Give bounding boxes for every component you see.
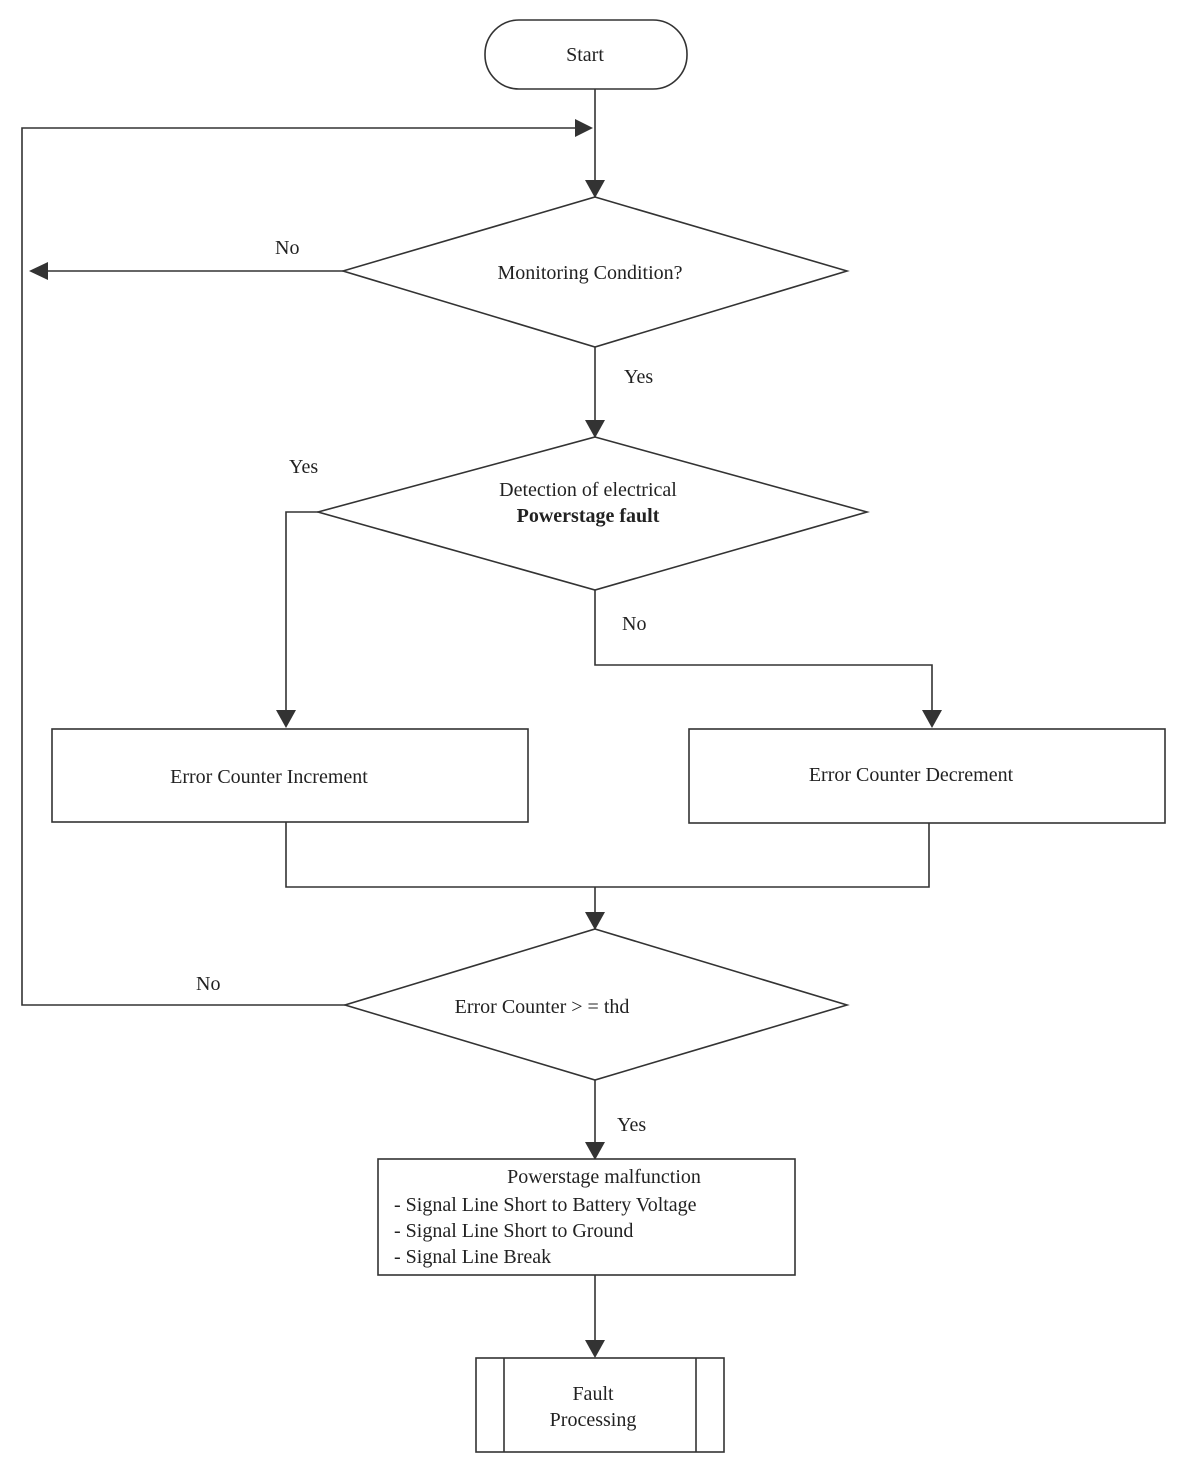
- monitoring-no-label: No: [275, 237, 299, 259]
- arrowhead: [29, 262, 48, 280]
- decrement-process: [688, 728, 1166, 824]
- malfunction-item: - Signal Line Break: [394, 1246, 551, 1268]
- start-label: Start: [566, 44, 604, 66]
- monitoring-decision: [340, 196, 850, 348]
- fault-processing-subroutine: [475, 1357, 725, 1453]
- arrowhead: [276, 710, 296, 728]
- threshold-label: Error Counter > = thd: [455, 996, 630, 1018]
- detection-decision: [314, 436, 870, 591]
- edge-loop-back: [21, 127, 575, 1006]
- increment-process: [51, 728, 529, 823]
- monitoring-yes-label: Yes: [624, 366, 653, 388]
- monitoring-label: Monitoring Condition?: [498, 262, 683, 284]
- threshold-yes-label: Yes: [617, 1114, 646, 1136]
- arrowhead: [575, 119, 593, 137]
- decrement-label: Error Counter Decrement: [809, 764, 1014, 786]
- arrowhead: [585, 912, 605, 930]
- arrowhead: [585, 180, 605, 198]
- malfunction-item: - Signal Line Short to Ground: [394, 1220, 633, 1242]
- detection-yes-label: Yes: [289, 456, 318, 478]
- start-terminal: [484, 19, 688, 90]
- fault-label-line1: Fault: [572, 1383, 614, 1405]
- detection-label-line1: Detection of electrical: [499, 479, 677, 501]
- edge-increment-merge: [285, 822, 930, 888]
- threshold-decision: [342, 928, 850, 1081]
- edge-detection-no: [594, 590, 933, 710]
- increment-label: Error Counter Increment: [170, 766, 368, 788]
- malfunction-item: - Signal Line Short to Battery Voltage: [394, 1194, 697, 1216]
- fault-label-line2: Processing: [550, 1409, 637, 1431]
- edge-detection-yes: [285, 511, 318, 710]
- arrowhead: [585, 420, 605, 438]
- detection-label-line2: Powerstage fault: [517, 505, 660, 527]
- arrowhead: [585, 1340, 605, 1358]
- malfunction-title: Powerstage malfunction: [507, 1166, 701, 1188]
- threshold-no-label: No: [196, 973, 220, 995]
- arrowhead: [585, 1142, 605, 1160]
- detection-no-label: No: [622, 613, 646, 635]
- malfunction-box: [377, 1158, 796, 1276]
- arrowhead: [922, 710, 942, 728]
